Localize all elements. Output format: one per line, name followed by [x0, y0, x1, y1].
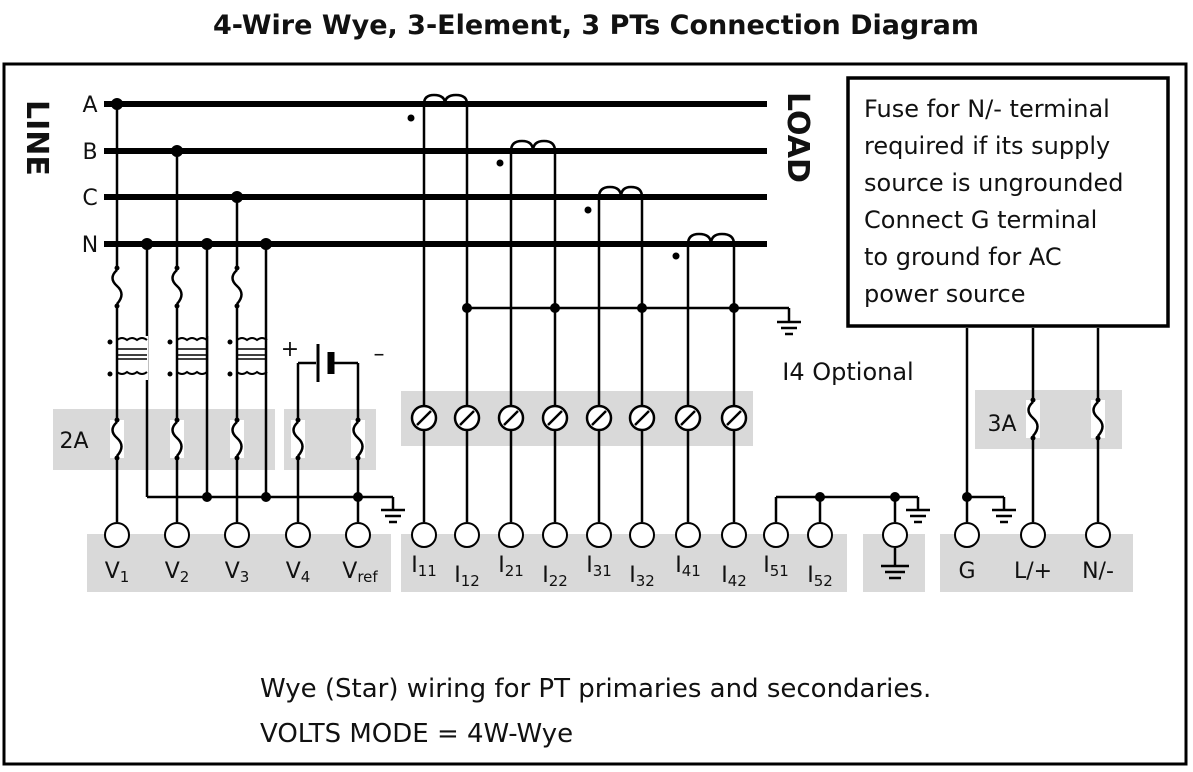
- note-line: power source: [864, 280, 1026, 308]
- transformer-icon: [224, 336, 268, 380]
- note-line: Connect G terminal: [864, 206, 1097, 234]
- ground-icon: [381, 508, 405, 524]
- screw-terminal-icon: [674, 404, 702, 432]
- terminal-label-i32: I32: [629, 563, 655, 590]
- phase-label-c: C: [82, 186, 97, 211]
- phase-label-n: N: [82, 233, 98, 258]
- terminal-label-g: G: [958, 559, 975, 584]
- note-line: required if its supply: [864, 132, 1110, 160]
- diagram-title: 4-Wire Wye, 3-Element, 3 PTs Connection …: [213, 10, 979, 41]
- fuse-icon: [230, 268, 244, 306]
- terminal-label-vref: Vref: [342, 559, 378, 586]
- phase-label-a: A: [82, 93, 97, 118]
- terminal-label-n-minus: N/-: [1082, 559, 1114, 584]
- screw-terminal-icon: [497, 404, 525, 432]
- fuses: [110, 268, 1105, 458]
- note-line: Fuse for N/- terminal: [864, 95, 1110, 123]
- fuse-icon: [170, 268, 184, 306]
- battery-icon: [316, 344, 335, 382]
- diagram-frame: [2, 62, 1188, 766]
- terminal-label-i51: I51: [763, 553, 789, 580]
- terminal-label-i12: I12: [454, 563, 480, 590]
- fuse-icon: [170, 420, 184, 458]
- ct-coils: [422, 93, 736, 245]
- fuse-icon: [230, 420, 244, 458]
- screw-terminal-icon: [628, 404, 656, 432]
- terminal-circles: [104, 522, 1111, 548]
- ct-polarity-dots: [407, 114, 680, 260]
- footer-volts-mode: VOLTS MODE = 4W-Wye: [260, 719, 573, 749]
- fuse-rating-3a: 3A: [987, 412, 1016, 437]
- fuse-icon: [1091, 400, 1105, 438]
- fuse-icon: [110, 420, 124, 458]
- junction-dots: [111, 98, 972, 502]
- terminal-label-i41: I41: [675, 553, 701, 580]
- terminal-label-v1: V1: [105, 559, 130, 586]
- battery-minus-label: –: [374, 342, 385, 367]
- terminal-label-i42: I42: [721, 563, 747, 590]
- screw-terminal-icon: [541, 404, 569, 432]
- screw-terminal-icon: [585, 404, 613, 432]
- bus-bars: [104, 101, 767, 247]
- terminal-label-i11: I11: [411, 553, 437, 580]
- fuse-icon: [1026, 400, 1040, 438]
- footer-wiring-note: Wye (Star) wiring for PT primaries and s…: [260, 674, 931, 704]
- load-label: LOAD: [780, 92, 815, 183]
- terminal-label-i31: I31: [586, 553, 612, 580]
- fuse-icon: [291, 420, 305, 458]
- terminal-label-i21: I21: [498, 553, 524, 580]
- phase-label-b: B: [82, 140, 97, 165]
- ground-icon: [881, 548, 909, 580]
- note-box: [846, 76, 1170, 328]
- terminal-label-v2: V2: [165, 559, 190, 586]
- ct-shorting-screws: [410, 404, 748, 432]
- ground-icon: [777, 320, 801, 336]
- line-label: LINE: [19, 100, 54, 176]
- ground-icon: [992, 508, 1016, 524]
- fuse-rating-2a: 2A: [59, 429, 88, 454]
- screw-terminal-icon: [410, 404, 438, 432]
- potential-transformers: [104, 336, 268, 380]
- fuse-icon: [110, 268, 124, 306]
- fuse-icon: [351, 420, 365, 458]
- terminal-label-v3: V3: [225, 559, 250, 586]
- terminal-label-i22: I22: [542, 563, 568, 590]
- terminal-label-v4: V4: [286, 559, 311, 586]
- transformer-icon: [104, 336, 148, 380]
- note-line: to ground for AC: [864, 243, 1062, 271]
- screw-terminal-icon: [720, 404, 748, 432]
- ground-symbols: [381, 320, 1016, 580]
- terminal-label-i52: I52: [807, 563, 833, 590]
- battery-plus-label: +: [281, 337, 299, 362]
- ground-icon: [906, 508, 930, 524]
- transformer-icon: [164, 336, 209, 380]
- screw-terminal-icon: [453, 404, 481, 432]
- note-line: source is ungrounded: [864, 169, 1123, 197]
- i4-optional-note: I4 Optional: [782, 358, 913, 386]
- terminal-label-l-plus: L/+: [1014, 559, 1052, 584]
